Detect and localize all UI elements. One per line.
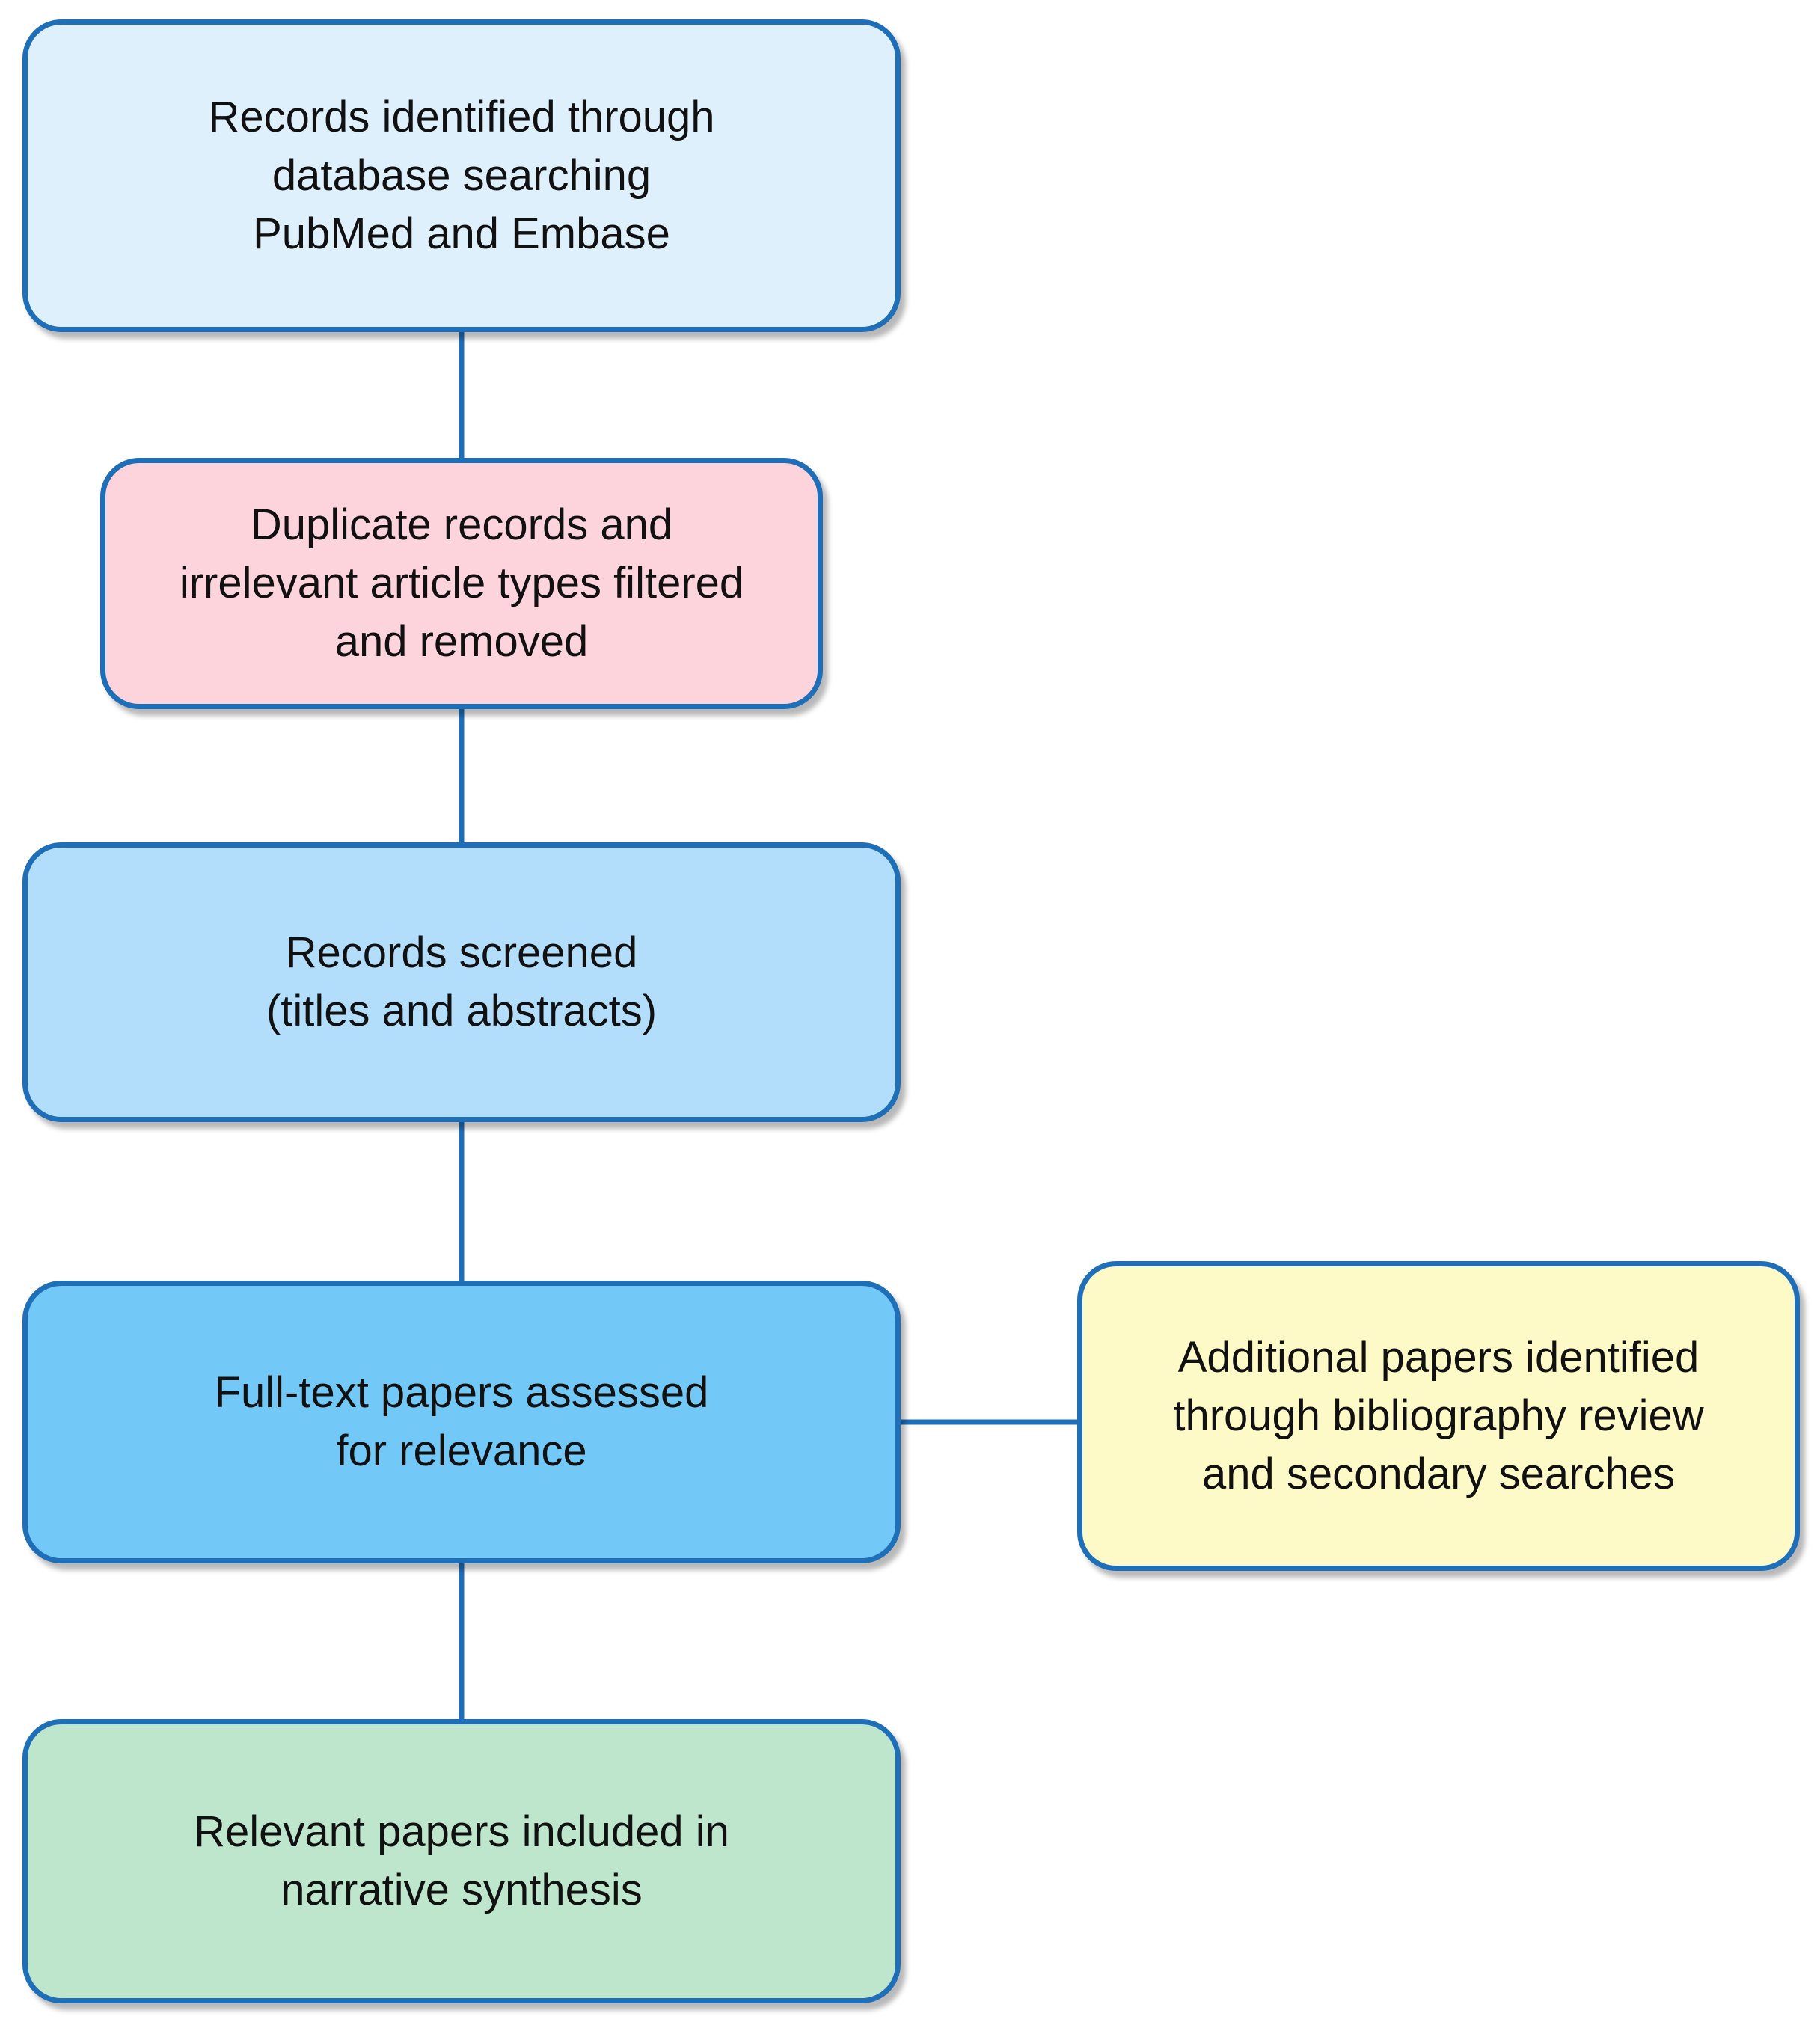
records-identified-text: Records identified through database sear… (208, 93, 715, 258)
relevant-papers-included-text: Relevant papers included in narrative sy… (194, 1807, 729, 1914)
additional-papers-box: Additional papers identified through bib… (1077, 1261, 1800, 1571)
additional-papers-text: Additional papers identified through bib… (1173, 1333, 1704, 1498)
records-screened-box: Records screened (titles and abstracts) (22, 842, 901, 1122)
duplicates-filtered-box: Duplicate records and irrelevant article… (100, 458, 823, 709)
duplicates-filtered-text: Duplicate records and irrelevant article… (179, 500, 744, 666)
records-identified-box: Records identified through database sear… (22, 19, 901, 332)
relevant-papers-included-box: Relevant papers included in narrative sy… (22, 1719, 901, 2003)
records-screened-text: Records screened (titles and abstracts) (266, 928, 658, 1035)
full-text-assessed-text: Full-text papers assessed for relevance (214, 1368, 709, 1475)
full-text-assessed-box: Full-text papers assessed for relevance (22, 1281, 901, 1563)
